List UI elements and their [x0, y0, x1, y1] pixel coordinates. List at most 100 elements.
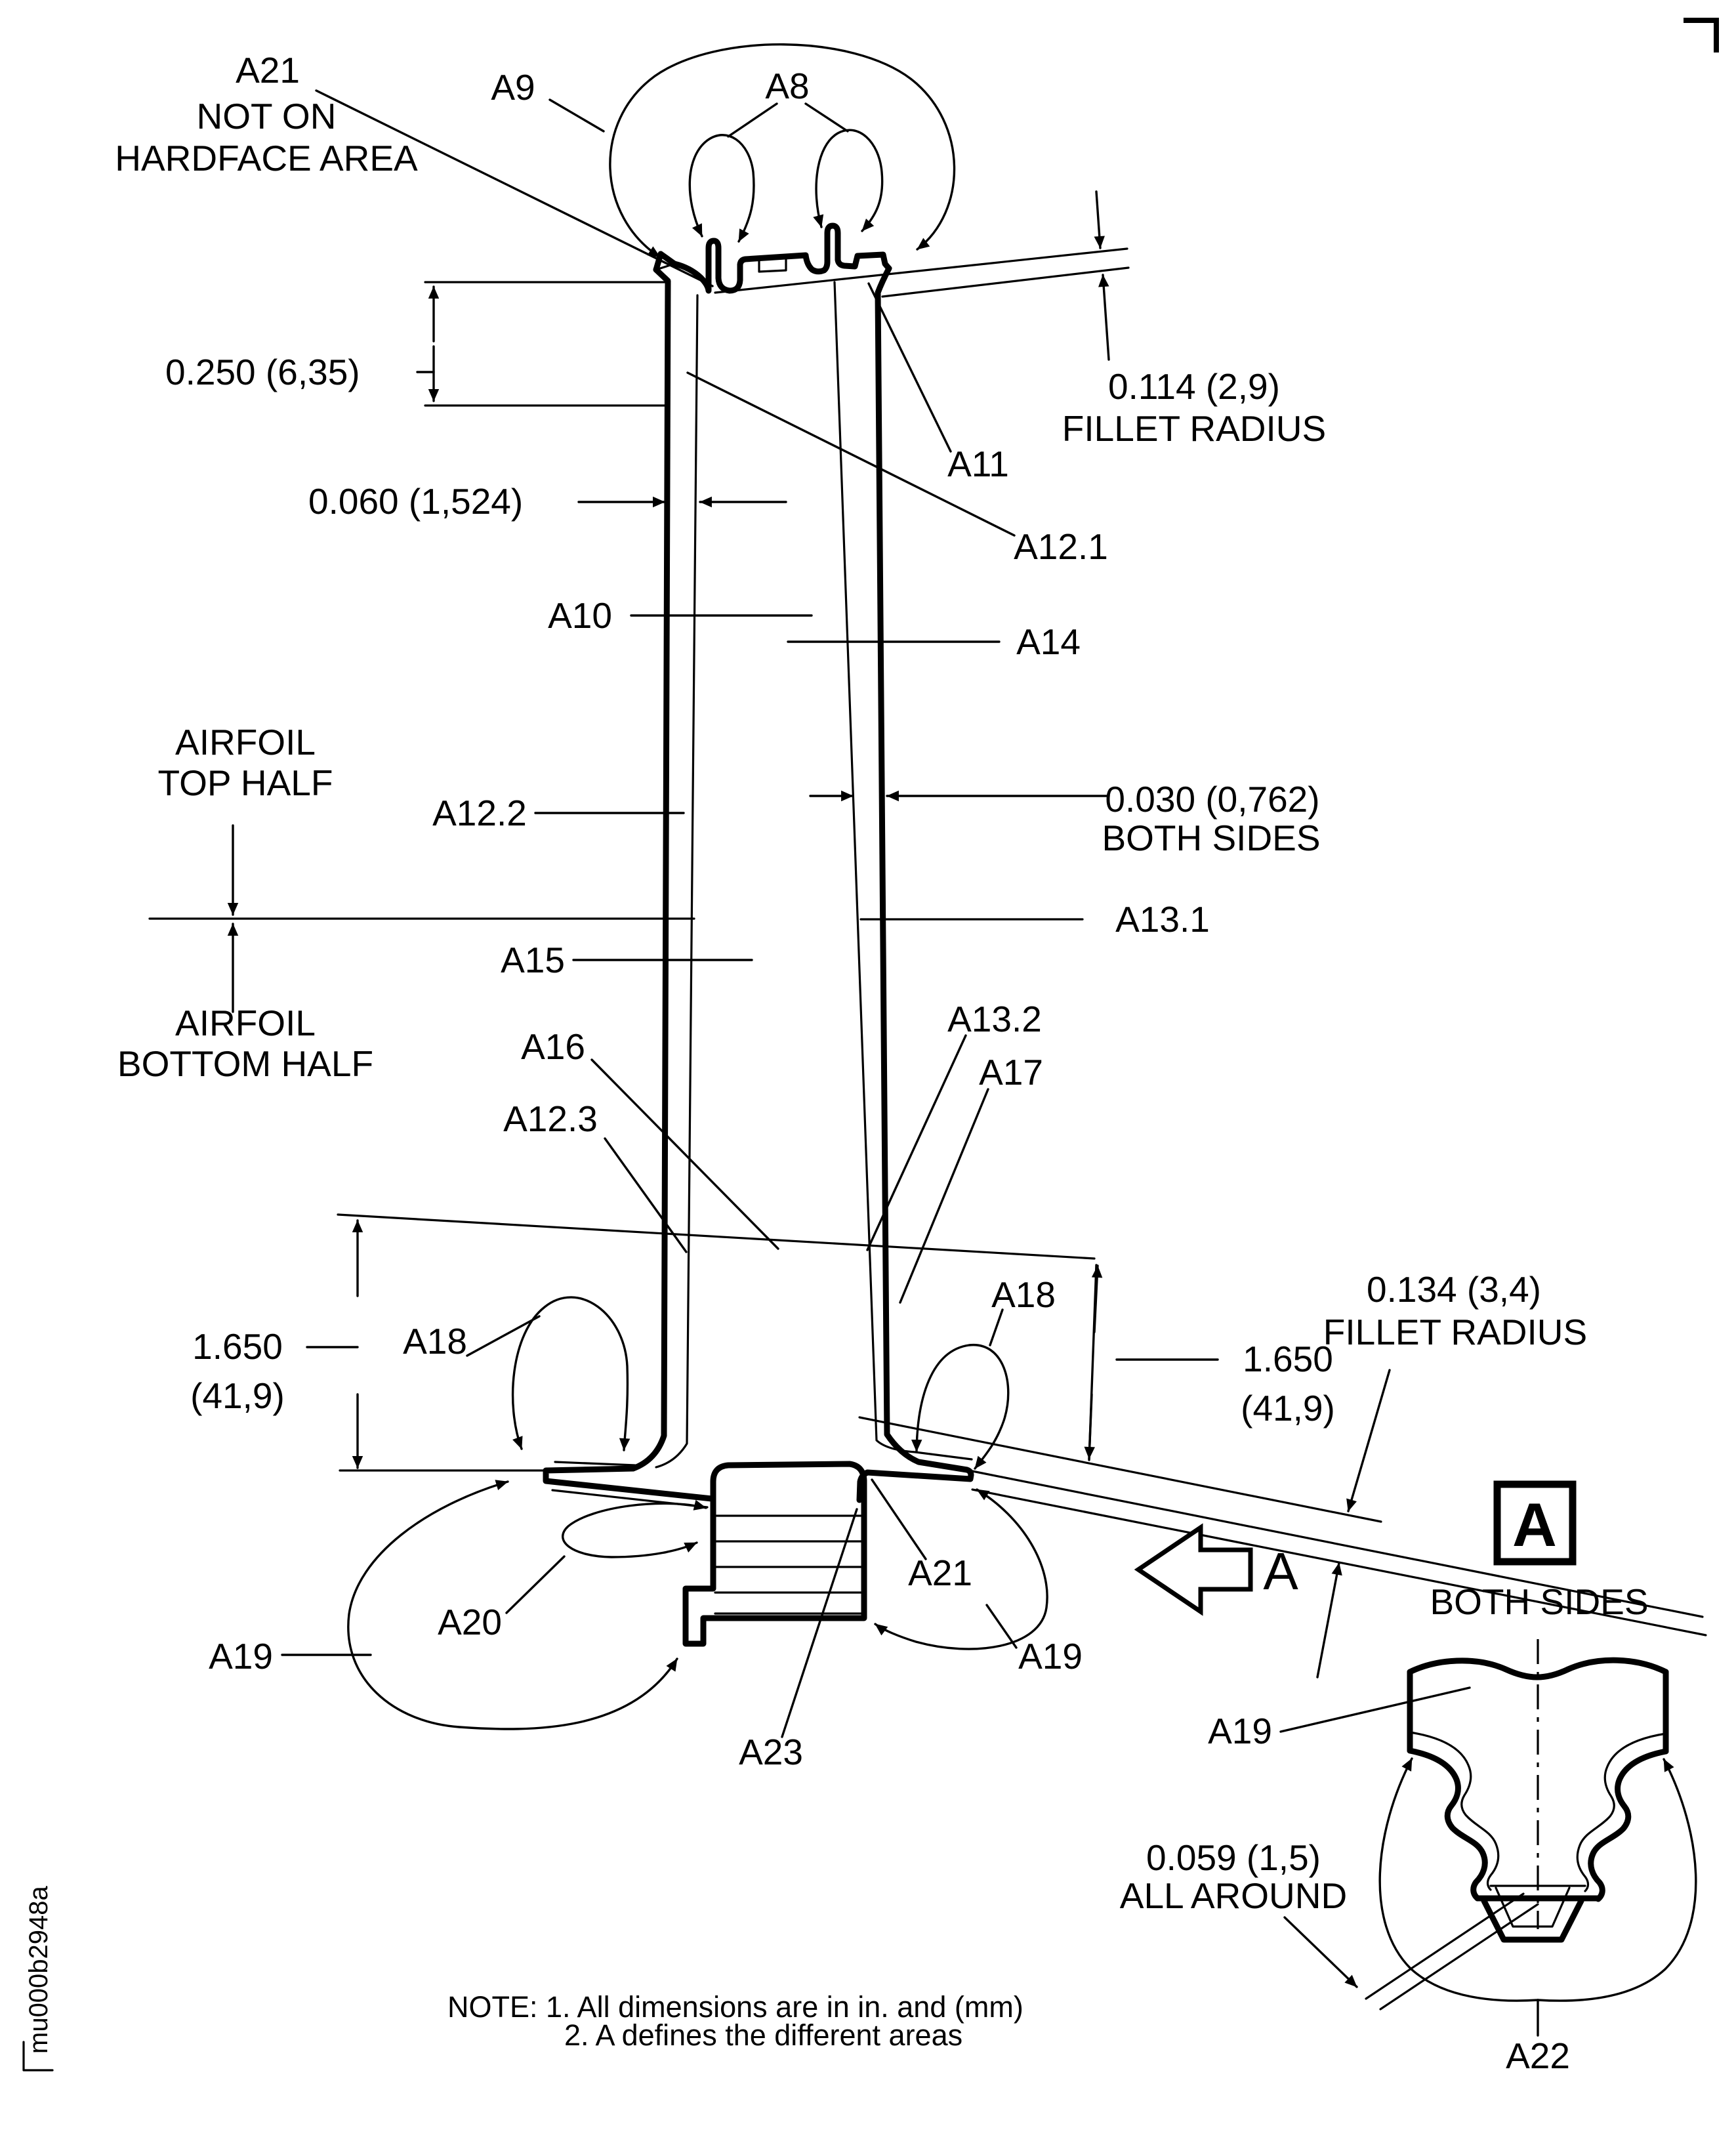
a11-label: A11: [947, 444, 1009, 484]
a11-leader: [867, 282, 952, 453]
dim-coating: 0.030 (0,762) BOTH SIDES: [809, 779, 1321, 858]
platform-top-ext-line: [858, 1416, 1382, 1523]
tip-balloons: A9 A8: [491, 43, 956, 259]
view-direction-arrow: [1134, 1523, 1253, 1616]
dim-platform-fillet-arrow-down: [1346, 1369, 1391, 1512]
detail-marker-letter: A: [1512, 1490, 1557, 1559]
a19-right-label: A19: [1018, 1636, 1083, 1677]
airfoil-top-label2: TOP HALF: [158, 762, 333, 803]
dim-platform-fillet-text1: 0.134 (3,4): [1367, 1269, 1541, 1310]
a12-2-label: A12.2: [432, 793, 527, 833]
dim-span-ext-top: [337, 1213, 1096, 1260]
a21-label: A21: [908, 1553, 972, 1593]
inner-line-left: [655, 294, 699, 1469]
detail-marker-box: [1493, 1480, 1577, 1566]
a19-left-label: A19: [209, 1636, 273, 1677]
a16-leader: [590, 1058, 779, 1250]
a18-right-label: A18: [991, 1274, 1056, 1315]
detail-marker-caption: BOTH SIDES: [1430, 1581, 1648, 1622]
a8-balloon-arc-left: [688, 134, 755, 243]
detail-marker: A BOTH SIDES: [1430, 1480, 1649, 1622]
a22-balloon-left: [1378, 1757, 1539, 2002]
a15-label: A15: [501, 940, 565, 980]
left-edge-and-platform: [543, 266, 715, 1502]
dim-coating-text1: 0.030 (0,762): [1105, 779, 1319, 820]
upper-callouts: A11 A12.1 A10 A14: [548, 282, 1108, 662]
dim-tip-depth-text: 0.250 (6,35): [165, 352, 360, 392]
a20-label: A20: [438, 1602, 502, 1642]
dim-span-right-line: [1088, 1264, 1098, 1461]
airfoil-half-split: AIRFOIL TOP HALF AIRFOIL BOTTOM HALF A13…: [117, 722, 1210, 1084]
a21-note-line2: NOT ON: [197, 96, 337, 136]
dim-span-right: 1.650 (41,9): [1084, 1264, 1335, 1461]
dim-tip-fillet-text1: 0.114 (2,9): [1108, 366, 1280, 407]
a21-note-line3: HARDFACE AREA: [115, 138, 418, 178]
dim-root-coat-leader: [1283, 1916, 1358, 1988]
a21-a23-callouts: A21 A23: [739, 1478, 972, 1772]
mid-callouts: A12.2 A15 A16 A12.3 A13.2 A17: [432, 793, 1043, 1304]
dim-root-coat-text1: 0.059 (1,5): [1146, 1837, 1321, 1878]
tip-notch: [758, 257, 787, 273]
a12-1-leader: [686, 371, 1016, 537]
a12-3-label: A12.3: [503, 1098, 598, 1139]
a19-callouts: A19 A19: [209, 1480, 1083, 1730]
a19-detail-label: A19: [1208, 1711, 1272, 1751]
airfoil-bottom-label1: AIRFOIL: [175, 1003, 316, 1043]
dim-platform-fillet: 0.134 (3,4) FILLET RADIUS: [1316, 1269, 1587, 1678]
a9-balloon-arc: [609, 43, 956, 259]
doc-id-bracket: [22, 2041, 54, 2072]
a18-right-leader: [989, 1308, 1004, 1346]
dim-platform-fillet-text2: FILLET RADIUS: [1323, 1312, 1587, 1352]
notes: NOTE: 1. All dimensions are in in. and (…: [447, 1990, 1023, 2052]
a8-leader-right: [804, 102, 849, 133]
dim-root-coat-line2: [1379, 1903, 1539, 2011]
a18-left-label: A18: [403, 1321, 467, 1362]
dim-span-right-text2: (41,9): [1241, 1388, 1335, 1428]
a19-detail-leader: [1279, 1686, 1471, 1733]
a10-label: A10: [548, 595, 612, 636]
sheet-corner-mark: [1684, 18, 1719, 52]
detail-offset-right: [1576, 1732, 1667, 1892]
tip-ext-line-lower: [881, 266, 1130, 298]
dim-root-coat-line1: [1365, 1892, 1525, 2000]
root-hatch-lines: [714, 1514, 864, 1615]
view-direction: A: [1134, 1523, 1298, 1616]
a21-note-line1: A21: [236, 50, 300, 91]
a13-2-leader: [866, 1034, 967, 1251]
note-line2: 2. A defines the different areas: [564, 2018, 962, 2052]
detail-trapezoid: [1481, 1898, 1584, 1943]
a19-left-balloon: [347, 1480, 678, 1730]
detail-outline-top: [1407, 1657, 1669, 1680]
dim-tip-fillet-arrow-up: [1098, 274, 1110, 361]
a16-label: A16: [521, 1026, 585, 1067]
airfoil-top-label1: AIRFOIL: [175, 722, 316, 762]
a18-right-balloon: [911, 1344, 1010, 1470]
a17-label: A17: [979, 1052, 1043, 1093]
a18-left-leader: [466, 1315, 541, 1357]
a13-2-label: A13.2: [947, 999, 1042, 1039]
a9-label: A9: [491, 67, 535, 108]
a21-hardface-note: A21 NOT ON HARDFACE AREA: [115, 50, 714, 287]
dim-coating-text2: BOTH SIDES: [1102, 818, 1320, 858]
airfoil-bottom-label2: BOTTOM HALF: [117, 1043, 373, 1084]
a21-note-leader: [315, 89, 714, 287]
a20-balloon: [562, 1499, 707, 1558]
a22-label: A22: [1506, 2035, 1570, 2076]
dim-tip-wall-text: 0.060 (1,524): [308, 481, 523, 522]
a8-label: A8: [765, 66, 809, 106]
doc-id-text: mu000b2948a: [24, 1885, 53, 2054]
a21-leader: [871, 1478, 927, 1560]
a18-callouts: A18 A18: [403, 1274, 1056, 1470]
a12-1-label: A12.1: [1014, 526, 1108, 567]
a19-right-leader: [985, 1604, 1018, 1649]
a8-balloon-arc-right: [813, 129, 884, 232]
a18-left-balloon: [511, 1296, 630, 1451]
platform-edge-ext-upper: [971, 1470, 1704, 1618]
dim-tip-fillet-text2: FILLET RADIUS: [1062, 408, 1326, 449]
dim-span-left-text1: 1.650: [192, 1326, 283, 1367]
a19-right-balloon: [874, 1488, 1048, 1650]
a22-balloon-right: [1537, 1758, 1697, 2002]
tip-ext-line-upper: [714, 247, 1128, 294]
